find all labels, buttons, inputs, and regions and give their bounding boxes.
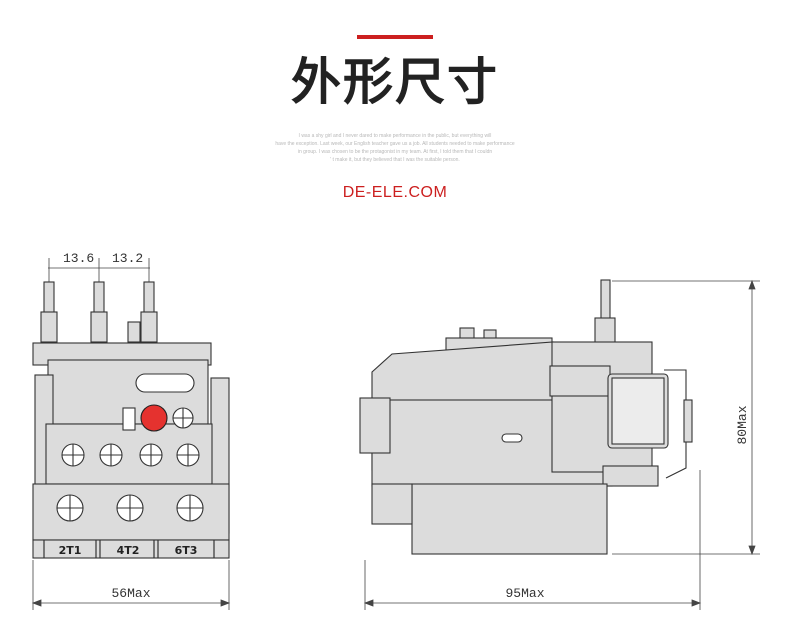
terminal-label-4t2: 4T2	[117, 544, 140, 557]
title-accent-bar	[357, 35, 433, 39]
width-label: 56Max	[111, 586, 150, 601]
pitch-label-1: 13.6	[63, 251, 94, 266]
height-label: 80Max	[735, 405, 750, 444]
filler-paragraph: I was a shy girl and I never dared to ma…	[225, 132, 565, 164]
lower-screw-row	[56, 494, 204, 522]
depth-label: 95Max	[505, 586, 544, 601]
terminal-label-6t3: 6T3	[175, 544, 198, 557]
filler-line: have the exception. Last week, our Engli…	[275, 141, 515, 147]
front-view: 13.6 13.2	[31, 251, 231, 610]
page-title: 外形尺寸	[291, 53, 499, 111]
pitch-label-2: 13.2	[112, 251, 143, 266]
reset-button-icon	[140, 404, 168, 432]
depth-dimension	[363, 470, 702, 610]
brand-url: DE-ELE.COM	[342, 184, 448, 201]
filler-line: I was a shy girl and I never dared to ma…	[298, 133, 492, 139]
contact-pins	[40, 281, 158, 343]
terminal-label-2t1: 2T1	[59, 544, 82, 557]
filler-line: ' t make it, but they believed that I wa…	[330, 157, 460, 163]
height-dimension	[612, 279, 760, 556]
terminal-label-strip	[32, 539, 230, 559]
side-view: 95Max 80Max	[359, 279, 760, 610]
upper-screw-row	[61, 443, 200, 467]
width-dimension	[31, 560, 231, 610]
filler-line: in group. I was chosen to be the protago…	[297, 149, 493, 155]
pitch-dimension	[48, 258, 150, 282]
